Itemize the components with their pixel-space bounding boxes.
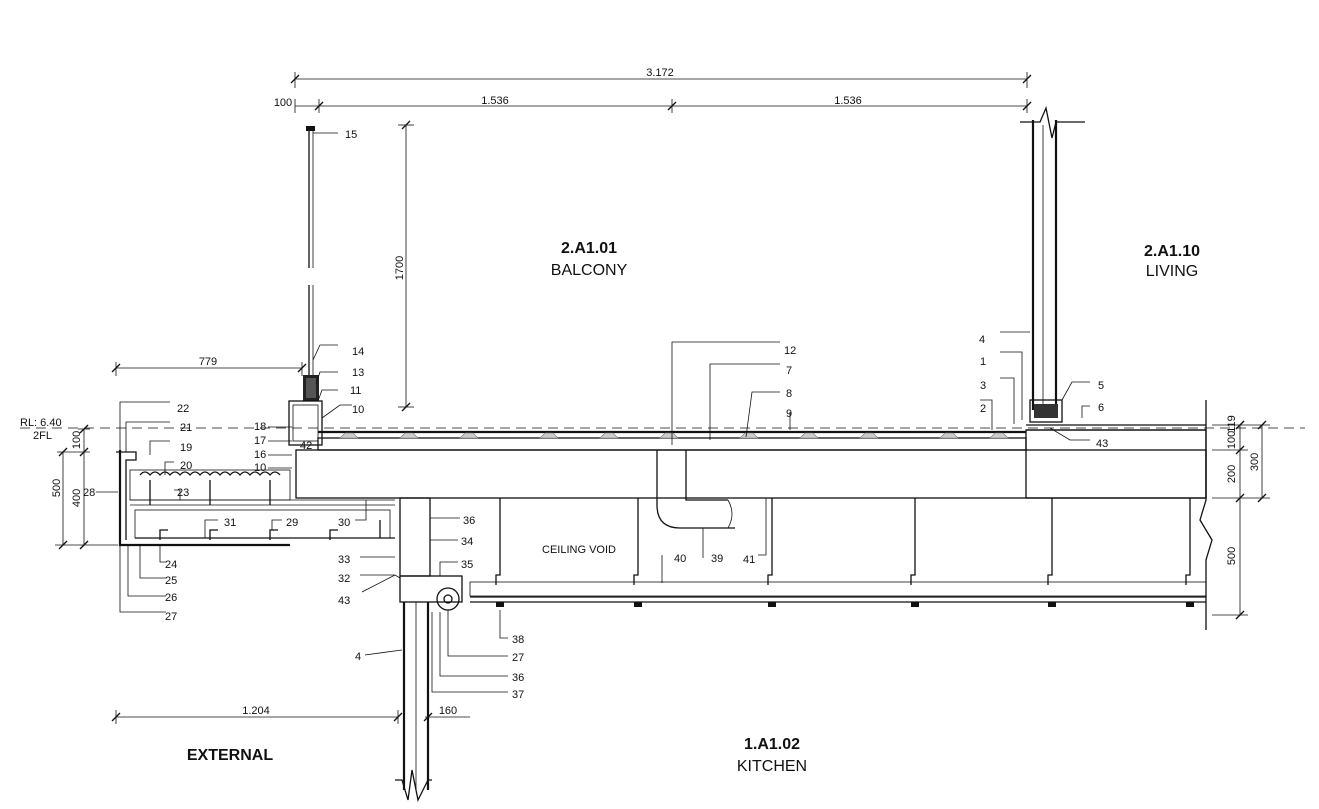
callout-39: 39 <box>711 553 723 565</box>
dim-span-left: 1.536 <box>481 95 509 107</box>
dimension-wall: 160 <box>423 705 470 722</box>
living-name: LIVING <box>1146 263 1198 280</box>
callout-42: 42 <box>300 440 312 452</box>
external-name: EXTERNAL <box>187 747 273 764</box>
dim-balustrade-label: 1700 <box>394 256 406 280</box>
callout-27a: 27 <box>165 611 177 623</box>
dimension-parapet-width: 779 <box>111 356 307 376</box>
callout-4a: 4 <box>979 334 985 346</box>
parapet-capping <box>116 450 395 547</box>
callout-12: 12 <box>784 345 796 357</box>
callout-21: 21 <box>180 422 192 434</box>
dim-parapet-lower: 400 <box>71 489 83 507</box>
callout-43a: 43 <box>1096 438 1108 450</box>
callout-43b: 43 <box>338 595 350 607</box>
callout-26: 26 <box>165 592 177 604</box>
callout-28: 28 <box>83 487 95 499</box>
callout-25: 25 <box>165 575 177 587</box>
dim-span-right: 1.536 <box>834 95 862 107</box>
level-floor: 2FL <box>33 430 52 442</box>
callout-35: 35 <box>461 559 473 571</box>
dimension-spans: 100 1.536 1.536 <box>274 95 1032 113</box>
parapet-upstand <box>288 400 323 446</box>
glass-balustrade <box>303 126 319 401</box>
callout-5: 5 <box>1098 380 1104 392</box>
level-rl: RL: 6.40 <box>20 417 62 429</box>
living-wall <box>1020 105 1085 423</box>
callout-3: 3 <box>980 380 986 392</box>
dim-parapet-total: 500 <box>51 479 63 497</box>
callout-1: 1 <box>980 356 986 368</box>
dim-right-lower: 200 <box>1226 465 1238 483</box>
callout-7: 7 <box>786 365 792 377</box>
ceiling-void-label: CEILING VOID <box>542 544 616 556</box>
callout-34: 34 <box>461 536 473 548</box>
callout-36a: 36 <box>463 515 475 527</box>
dimension-overall: 3.172 <box>290 67 1032 88</box>
break-line <box>1199 400 1213 630</box>
callout-10a: 10 <box>352 404 364 416</box>
living-code: 2.A1.10 <box>1144 243 1200 260</box>
callout-38: 38 <box>512 634 524 646</box>
dim-right-total: 300 <box>1249 453 1261 471</box>
callout-24: 24 <box>165 559 177 571</box>
callout-4b: 4 <box>355 651 361 663</box>
callout-2: 2 <box>980 403 986 415</box>
callout-32: 32 <box>338 573 350 585</box>
callout-23: 23 <box>177 487 189 499</box>
callout-14: 14 <box>352 346 364 358</box>
kitchen-name: KITCHEN <box>737 758 807 775</box>
dim-right-upper: 100 <box>1226 431 1238 449</box>
dim-parapet-width-label: 779 <box>199 356 217 368</box>
callout-19: 19 <box>180 442 192 454</box>
level-marker: RL: 6.40 2FL <box>20 417 1305 442</box>
lower-wall <box>395 497 463 802</box>
callout-10b: 10 <box>254 462 266 474</box>
dim-left-offset: 100 <box>274 97 292 109</box>
dim-parapet-upper: 100 <box>71 431 83 449</box>
dimension-balustrade: 1700 <box>394 120 414 412</box>
dim-right-upper2: 119 <box>1226 415 1238 433</box>
callout-22: 22 <box>177 403 189 415</box>
callout-13: 13 <box>352 367 364 379</box>
callout-11: 11 <box>350 385 361 397</box>
dim-wall-label: 160 <box>439 705 457 717</box>
leader-lines <box>96 132 1090 693</box>
callout-15: 15 <box>345 129 357 141</box>
callout-36b: 36 <box>512 672 524 684</box>
callout-18: 18 <box>254 421 266 433</box>
callout-41: 41 <box>743 554 755 566</box>
ceiling-system <box>399 450 1207 607</box>
kitchen-code: 1.A1.02 <box>744 736 800 753</box>
balcony-name: BALCONY <box>551 262 628 279</box>
dim-overall-label: 3.172 <box>646 67 674 79</box>
dim-ceiling-void: 500 <box>1226 547 1238 565</box>
callout-37: 37 <box>512 689 524 701</box>
callout-6: 6 <box>1098 402 1104 414</box>
callout-31: 31 <box>224 517 236 529</box>
callout-33: 33 <box>338 554 350 566</box>
callout-29: 29 <box>286 517 298 529</box>
dimension-parapet-heights: 500 400 100 <box>51 424 118 550</box>
callout-30: 30 <box>338 517 350 529</box>
balcony-slab <box>295 424 1207 499</box>
callout-16: 16 <box>254 449 266 461</box>
callout-20: 20 <box>180 460 192 472</box>
callout-9: 9 <box>786 408 792 420</box>
callout-labels: 15 14 13 11 10 18 17 42 16 10 22 21 19 2… <box>83 129 1108 701</box>
callout-8: 8 <box>786 388 792 400</box>
dim-external-label: 1.204 <box>242 705 270 717</box>
callout-17: 17 <box>254 435 266 447</box>
dimension-external: 1.204 <box>111 705 403 724</box>
balcony-code: 2.A1.01 <box>561 240 617 257</box>
dimension-right-heights: 119 100 200 300 500 <box>1212 415 1270 620</box>
callout-27b: 27 <box>512 652 524 664</box>
callout-40: 40 <box>674 553 686 565</box>
